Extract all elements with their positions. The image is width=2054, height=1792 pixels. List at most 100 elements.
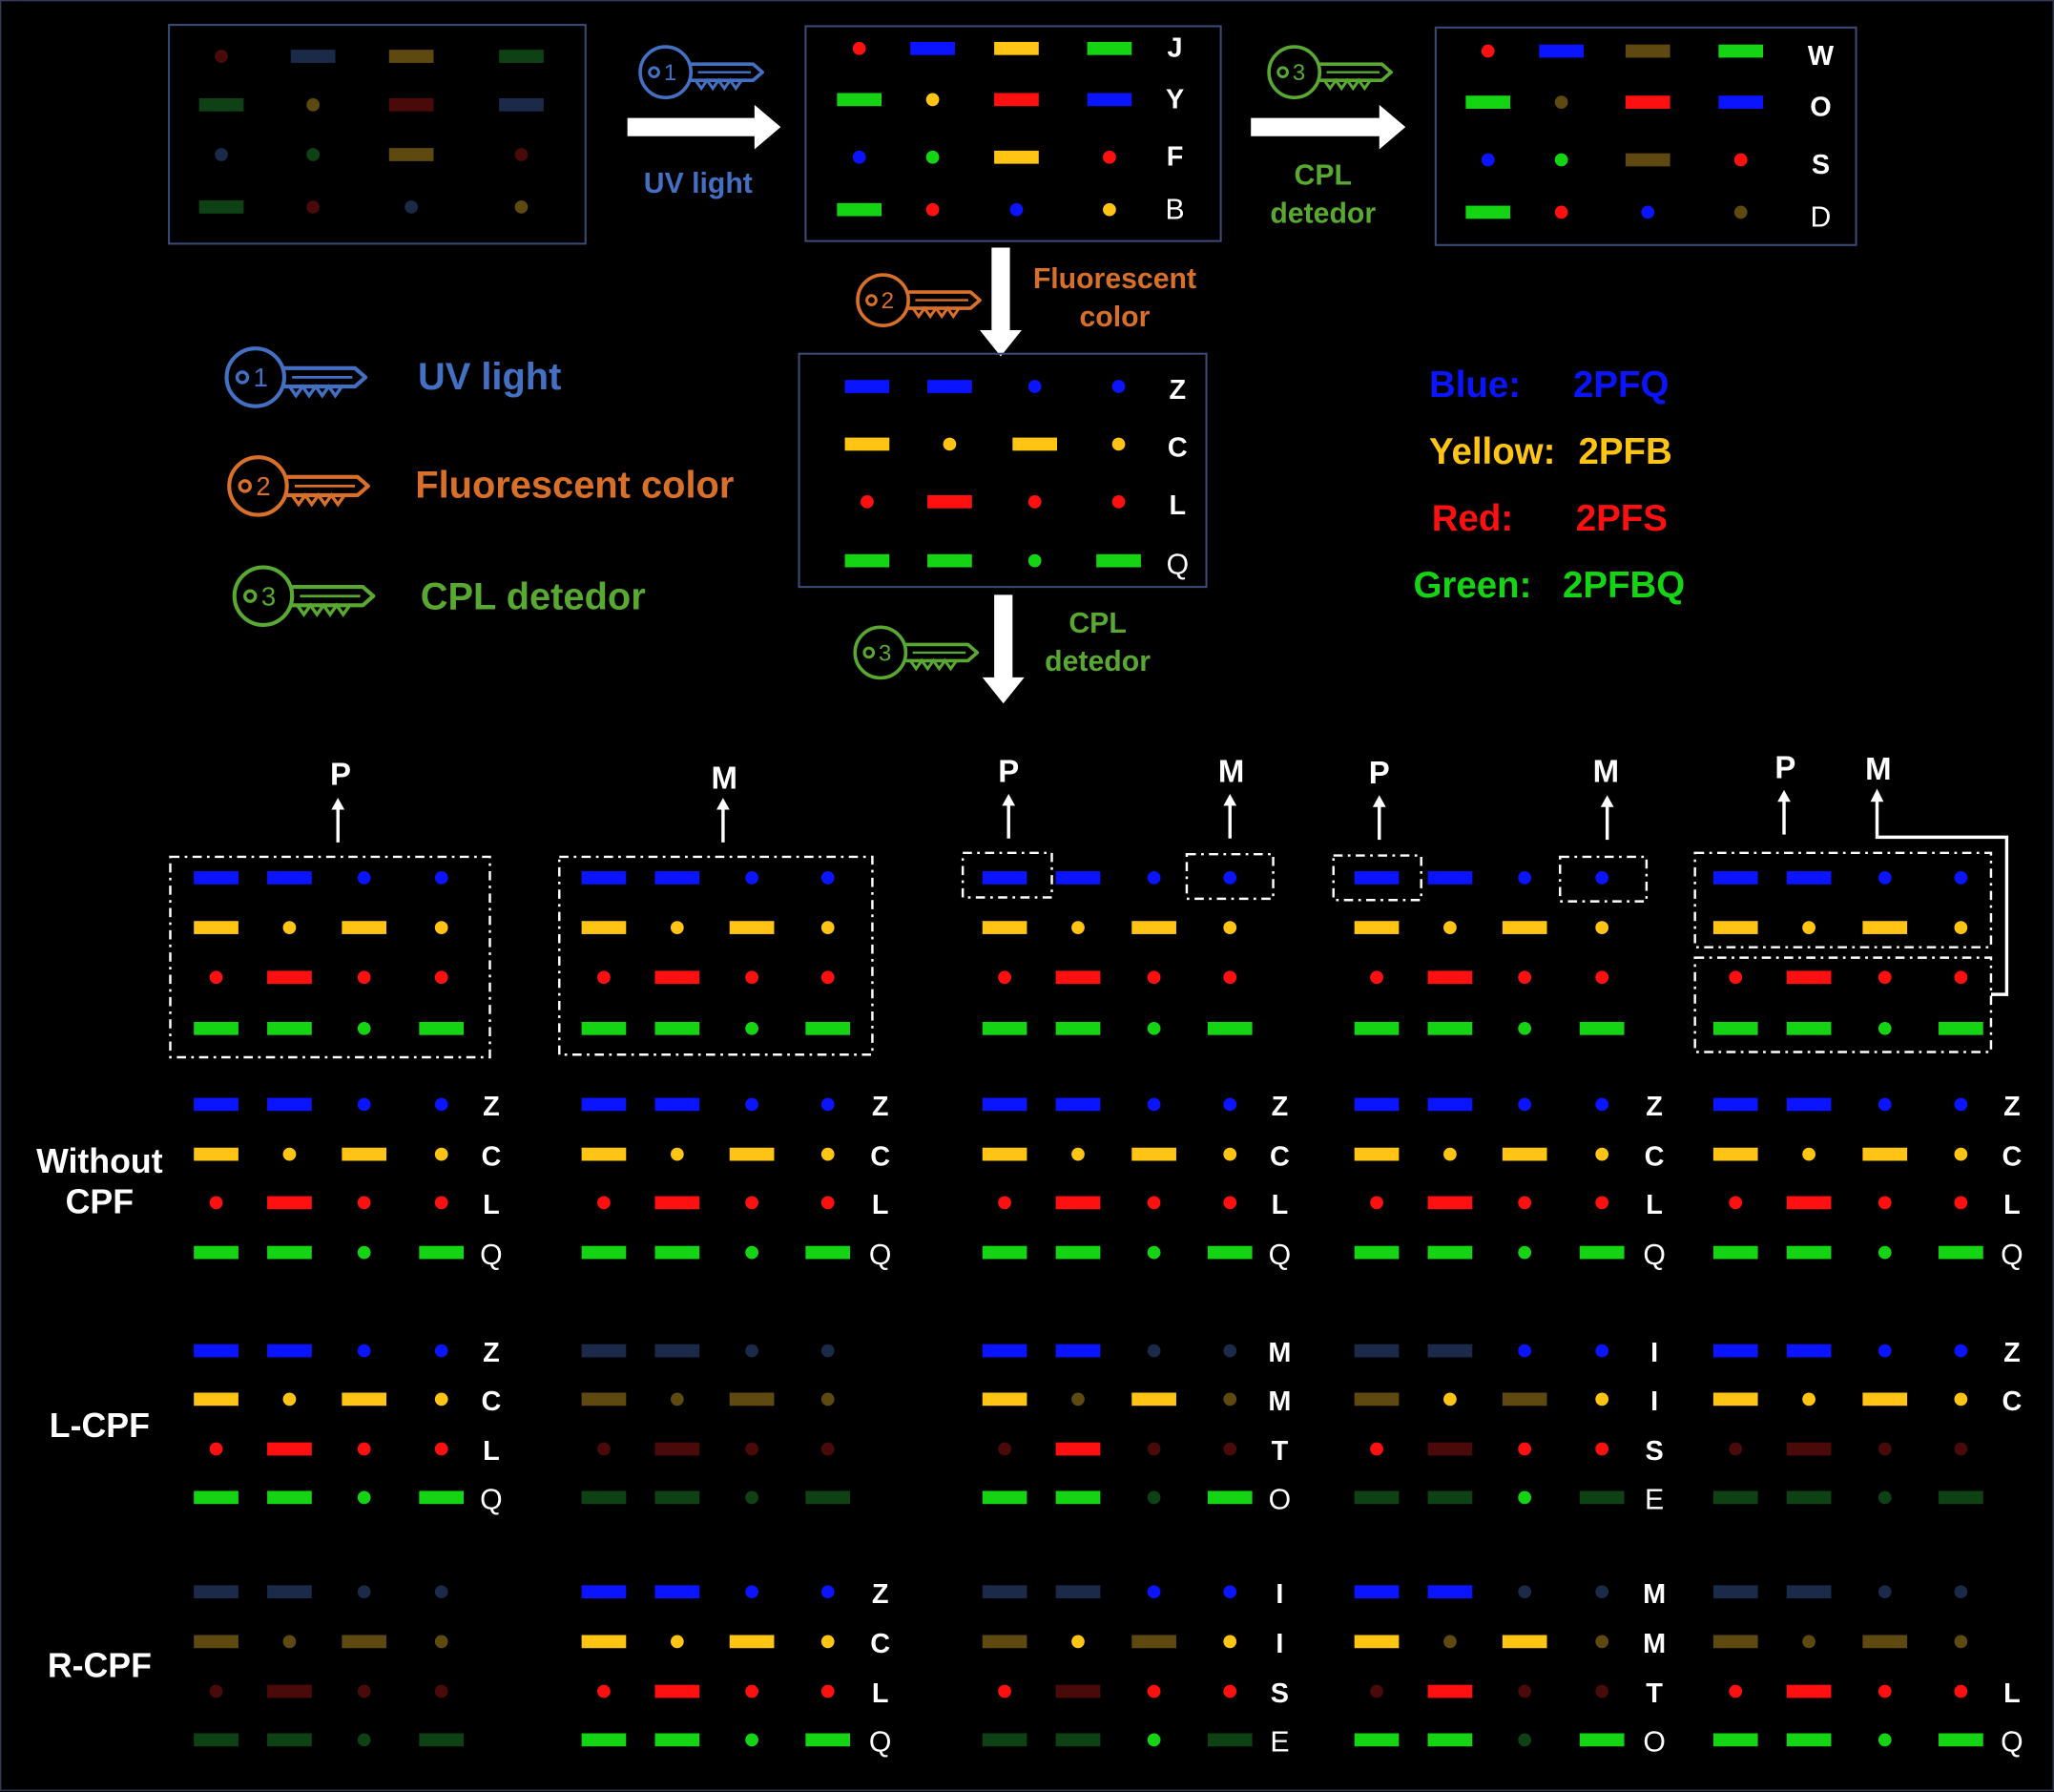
col0-lcpf-r0c3-dot (434, 1344, 448, 1358)
col0-rcpf-r0c0-bar (194, 1585, 239, 1599)
col2-without-r1c3-dot (1223, 1147, 1237, 1161)
col0-lcpf-letter-1: C (481, 1386, 502, 1417)
key-teeth (288, 384, 343, 399)
uv-panel-r0c0-dot (852, 41, 866, 55)
key-bow (853, 625, 908, 680)
col4-rcpf-r2c1-bar (1786, 1684, 1832, 1698)
uv-panel-r0c2-bar (994, 41, 1039, 55)
col1-rcpf-r3c1-bar (654, 1733, 700, 1747)
col1-without-r3c3-bar (805, 1245, 851, 1260)
col2-lcpf-r3c3-bar (1207, 1490, 1253, 1505)
col1-without-letter-1: C (870, 1141, 891, 1173)
col4-without-r0c3-dot (1954, 1097, 1968, 1112)
key-bow (227, 455, 289, 517)
cpl-panel-r1c3-bar (1718, 95, 1764, 109)
col4-selection-r1c1-dot (1802, 921, 1815, 934)
col0-without-r0c1-bar (267, 1097, 312, 1112)
col4-without-r3c3-bar (1939, 1245, 1983, 1260)
col0-selection-r3c1-bar (267, 1021, 312, 1035)
col1-rcpf-r2c1-bar (654, 1684, 700, 1698)
col0-lcpf-r1c0-bar (194, 1392, 239, 1407)
col4-rcpf-r3c1-bar (1786, 1733, 1832, 1747)
fluorescent-panel-r0c0-bar (844, 380, 890, 393)
col3-without-r2c1-bar (1427, 1196, 1473, 1210)
uv-arrow-key-icon: 1 (638, 45, 764, 100)
col2-selection-r2c3-dot (1223, 970, 1237, 985)
col4-without-r2c3-dot (1954, 1196, 1968, 1210)
col1-without-r1c0-bar (581, 1147, 627, 1161)
col0-lcpf-letter-2: L (483, 1436, 500, 1468)
initial-panel-r2c0-dot (215, 148, 228, 161)
col0-selection-r1c0-bar (194, 921, 239, 934)
col0-lcpf-r0c0-bar (194, 1344, 239, 1358)
col1-rcpf-r3c3-bar (805, 1733, 851, 1747)
col1-selection-r3c1-bar (654, 1021, 700, 1035)
col3-without-r1c2-bar (1502, 1147, 1547, 1161)
col4-lcpf-r3c3-bar (1939, 1490, 1983, 1505)
uv-panel-letter-3: B (1165, 192, 1185, 226)
cpl-panel-r3c0-bar (1465, 205, 1511, 219)
col4-lcpf-r0c0-bar (1712, 1344, 1758, 1358)
uv-panel-letter-2: F (1166, 141, 1184, 173)
col3-lcpf-r3c3-bar (1579, 1490, 1625, 1505)
col1-lcpf-r2c3-dot (820, 1442, 835, 1456)
col3-rcpf-r1c3-dot (1595, 1635, 1609, 1649)
fluorescent-panel-r1c0-bar (844, 437, 890, 451)
uv-arrow-label: UV light (643, 166, 753, 199)
col3-selection-r0c0-bar (1354, 871, 1400, 885)
col2-without-r3c0-bar (982, 1245, 1027, 1260)
col2-without-r1c1-dot (1071, 1147, 1085, 1161)
col3-without-r3c2-dot (1518, 1245, 1532, 1260)
col1-lcpf-r2c0-dot (597, 1442, 611, 1456)
cpl-panel-r1c1-dot (1554, 95, 1568, 109)
key-teeth (909, 657, 958, 672)
fluorescent-panel-letter-0: Z (1169, 375, 1187, 406)
col4-selection-r0c1-bar (1786, 871, 1832, 885)
cpl-panel-r2c2-bar (1625, 153, 1670, 167)
col1-rcpf-r1c1-dot (670, 1635, 684, 1649)
col3-without-r0c1-bar (1427, 1097, 1473, 1112)
cpl-panel-r3c3-dot (1733, 205, 1748, 219)
initial-panel-r1c2-bar (388, 97, 434, 112)
col4-m-arrow-head (1870, 788, 1884, 802)
col0-without-r0c2-dot (357, 1097, 371, 1112)
col3-m-arrow-head (1600, 795, 1614, 807)
fluorescent-panel-r1c2-bar (1012, 437, 1058, 451)
fluorescent-panel-r2c1-bar (927, 494, 972, 509)
col2-lcpf-r3c2-dot (1147, 1490, 1161, 1505)
col2-selection-r0c1-bar (1055, 871, 1101, 885)
col4-without-letter-3: Q (2001, 1238, 2023, 1271)
col0-selection-r2c1-bar (267, 970, 312, 985)
col4-selection-r1c0-bar (1712, 921, 1758, 934)
col0-without-r1c0-bar (194, 1147, 239, 1161)
col1-rcpf-r2c0-dot (597, 1684, 611, 1698)
key-shaft (286, 474, 370, 498)
col4-rcpf-r1c3-dot (1954, 1635, 1968, 1649)
fluorescent-panel-frame (798, 352, 1208, 589)
row-label-l-cpf: L-CPF (49, 1406, 150, 1446)
col1-rcpf-r0c2-dot (745, 1585, 758, 1599)
col2-without-r3c1-bar (1055, 1245, 1101, 1260)
col0-selection-r3c3-bar (419, 1021, 465, 1035)
col0-rcpf-r1c3-dot (434, 1635, 448, 1649)
col0-lcpf-r1c1-dot (282, 1392, 297, 1407)
col2-p-arrow-head (1002, 794, 1016, 806)
col3-without-r1c0-bar (1354, 1147, 1400, 1161)
col4-without-r1c2-bar (1862, 1147, 1908, 1161)
cpl-top-arrow (1251, 104, 1406, 150)
col4-without-r3c2-dot (1878, 1245, 1892, 1260)
col1-selection-r0c3-dot (820, 871, 835, 885)
col0-rcpf-r3c0-bar (194, 1733, 239, 1747)
key-shaft (908, 290, 982, 310)
col0-without-r3c0-bar (194, 1245, 239, 1260)
col1-selection-r1c3-dot (820, 921, 835, 934)
col3-selection-r1c3-dot (1595, 921, 1609, 934)
col2-rcpf-letter-2: S (1270, 1678, 1290, 1710)
cpl-panel-r0c2-bar (1625, 44, 1670, 58)
code-red-name: Red: (1431, 497, 1514, 539)
key-legend-uv-label: UV light (417, 356, 562, 399)
cpl-panel-r2c0-dot (1481, 153, 1495, 167)
col0-selection-r1c3-dot (434, 921, 448, 934)
